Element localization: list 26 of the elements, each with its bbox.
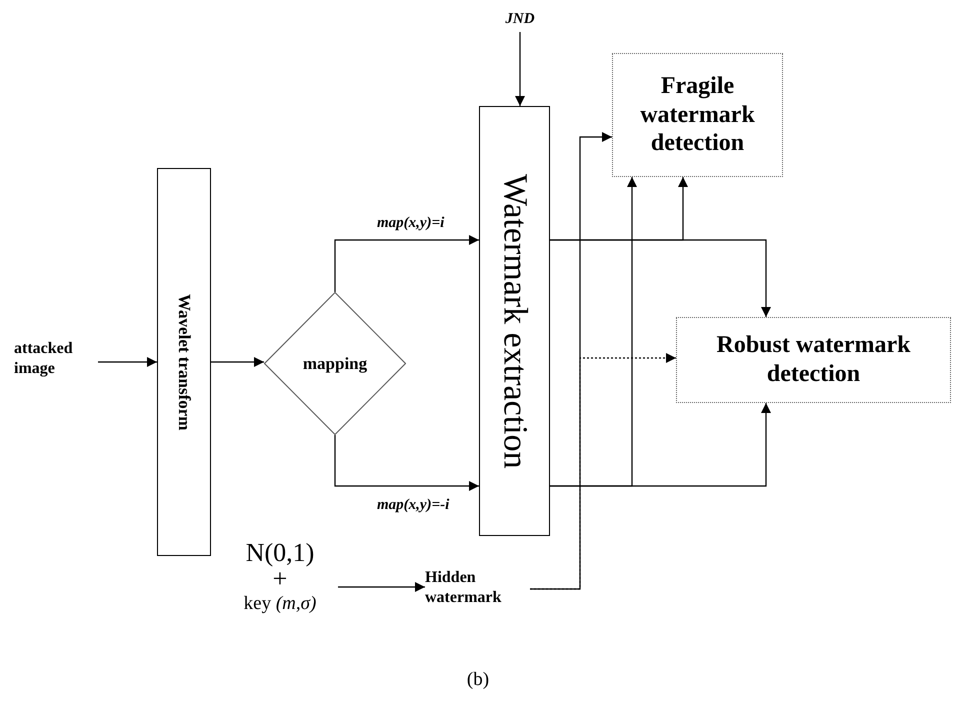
- diamond-label: mapping: [302, 352, 368, 375]
- caption: (b): [466, 668, 490, 692]
- process-box: [479, 106, 550, 536]
- arrow: [98, 357, 157, 367]
- arrow: [338, 582, 425, 592]
- arrow: [515, 32, 525, 106]
- input-label: Hidden watermark: [425, 568, 502, 608]
- box-label: Wavelet transform: [174, 294, 195, 430]
- formula-text: key (m,σ): [244, 592, 316, 616]
- box-label: Watermark extraction: [498, 174, 532, 468]
- detection-box: [612, 53, 783, 177]
- box-label: Fragile watermark detection: [639, 72, 756, 158]
- input-label: JND: [504, 10, 536, 29]
- arrow: [550, 239, 771, 317]
- formula-text: N(0,1): [246, 540, 314, 566]
- arrow: [530, 132, 612, 590]
- arrow: [334, 235, 479, 292]
- arrow: [550, 403, 771, 487]
- arrow: [334, 435, 479, 491]
- arrow: [211, 357, 264, 367]
- process-box: [157, 168, 211, 556]
- box-label: Robust watermark detection: [716, 331, 912, 389]
- arrow: [530, 353, 676, 590]
- detection-box: [676, 317, 951, 403]
- input-label: attacked image: [14, 339, 74, 379]
- formula-text: +: [272, 566, 288, 592]
